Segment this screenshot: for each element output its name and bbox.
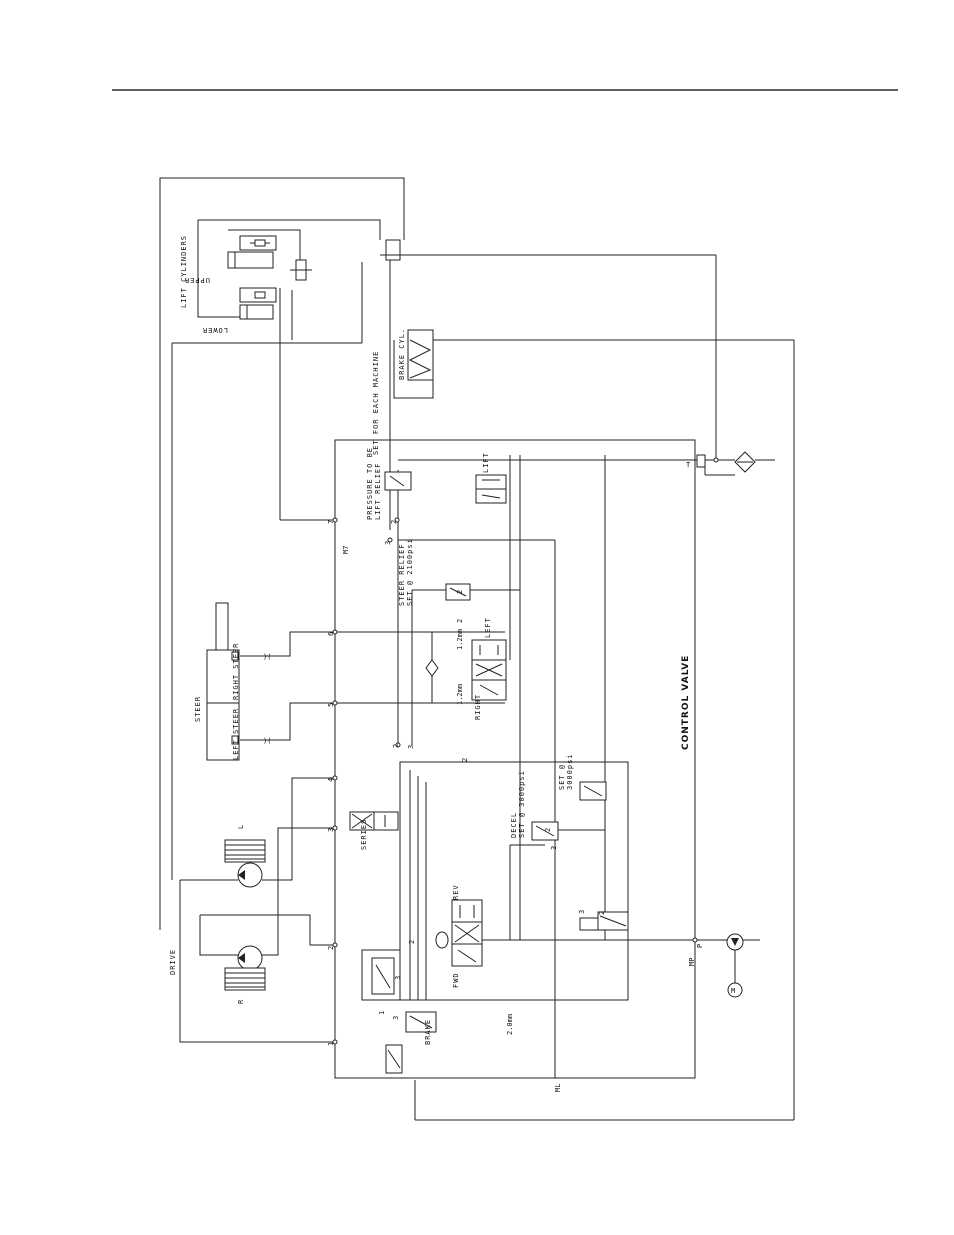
label-lower: LOWER	[202, 326, 228, 334]
circuit-lines	[159, 177, 795, 1121]
main-relief-valve	[579, 781, 607, 801]
brake-cylinder	[407, 329, 434, 381]
label-lift-relief-note: PRESSURE TO BE	[366, 447, 374, 520]
label-brake: BRAKE	[424, 1019, 432, 1045]
label-right-steer: RIGHT STEER	[232, 643, 240, 700]
port-number: 3	[394, 976, 402, 980]
label-lift-cylinders: LIFT CYLINDERS	[180, 235, 188, 308]
port-number: 3	[392, 1016, 400, 1020]
priority-valve	[579, 911, 629, 931]
label-control-valve: CONTROL VALVE	[681, 655, 691, 750]
port-number: 2	[390, 520, 398, 524]
label-brake-cyl: BRAKE CYL.	[398, 328, 406, 380]
shuttle-valve	[435, 931, 449, 949]
label-port-ml: ML	[554, 1084, 562, 1092]
label-port-m7: M7	[342, 546, 350, 554]
brake-release-valve	[371, 957, 395, 995]
manifold-block	[380, 239, 404, 261]
port-number: 3	[384, 541, 392, 545]
diagram-labels: LIFT CYLINDERS UPPER LOWER BRAKE CYL. LI…	[169, 235, 704, 1092]
port-number: 2	[461, 758, 469, 762]
lift-lowering-valve	[290, 259, 312, 281]
lift-relief-valve	[384, 471, 412, 491]
label-rev: REV	[452, 884, 460, 900]
motor-m-label: M	[731, 987, 735, 995]
steer-relief-valve	[445, 583, 471, 601]
label-relief-set2: 3000psi	[566, 753, 574, 790]
electric-motor: M	[727, 982, 743, 998]
port-number: 7	[327, 520, 335, 524]
port-number: 6	[327, 632, 335, 636]
label-port-t: T	[686, 461, 691, 469]
port-number: 3	[550, 846, 558, 850]
label-port-mp: MP	[688, 958, 696, 966]
label-fwd: FWD	[452, 972, 460, 988]
port-number: 2	[544, 828, 552, 832]
port-number: 2	[456, 590, 464, 594]
steer-check-valve	[425, 659, 439, 677]
label-lift-relief-note2: SET FOR EACH MACHINE	[372, 351, 380, 455]
label-motor-l: L	[237, 824, 245, 829]
lift-cylinder-lower	[239, 287, 277, 320]
label-steer-relief: STEER RELIEF	[398, 543, 406, 606]
port-number: 3	[407, 745, 415, 749]
port-number: 1	[378, 1011, 386, 1015]
port-numbers: 1 2 3 4 5 6 7 2 3 2 3 2 2 2 3 3 2 3 1 2 …	[327, 520, 606, 1046]
label-series: SERIES	[360, 819, 368, 850]
label-decel-set: SET @ 3000psi	[518, 770, 526, 838]
port-number: 2	[598, 911, 606, 915]
free-wheel-valve	[385, 1044, 403, 1074]
label-orifice-a: 1.2mm	[456, 629, 464, 650]
decel-valve	[531, 821, 559, 841]
label-drive: DRIVE	[169, 949, 177, 975]
port-number: 2	[408, 940, 416, 944]
port-number: 3	[578, 910, 586, 914]
label-orifice-c: 2.0mm	[506, 1014, 514, 1035]
label-steer: STEER	[194, 696, 202, 722]
port-number: 5	[327, 703, 335, 707]
port-markers	[332, 457, 719, 1045]
series-valve	[349, 811, 399, 831]
lift-valve	[475, 474, 507, 504]
steer-cylinder: )( )(	[206, 602, 271, 761]
label-lift-relief: LIFT RELIEF	[374, 463, 382, 520]
port-number: 2	[392, 744, 400, 748]
drive-motor-right	[224, 945, 266, 991]
label-left: LEFT	[484, 617, 492, 638]
orifice-mark: )(	[263, 737, 271, 745]
port-number: 4	[327, 778, 335, 782]
label-motor-r: R	[237, 999, 245, 1004]
pump	[726, 933, 744, 951]
lift-cylinder-upper	[227, 235, 277, 269]
label-lift: LIFT	[482, 452, 490, 473]
label-steer-relief-set: SET @ 2100psi	[406, 538, 414, 606]
return-filter	[696, 451, 756, 473]
drive-motor-left	[224, 839, 266, 888]
label-relief-set: SET @	[558, 764, 566, 790]
port-number: 2	[327, 946, 335, 950]
direction-valve	[451, 899, 483, 967]
label-decel: DECEL	[510, 812, 518, 838]
steer-valve	[471, 639, 507, 701]
label-left-steer: LEFT STEER	[232, 708, 240, 760]
port-number: 1	[327, 1042, 335, 1046]
label-port-p: P	[696, 944, 704, 948]
orifice-mark: )(	[263, 653, 271, 661]
label-upper: UPPER	[184, 276, 210, 284]
label-orifice-b: 1.2mm	[456, 684, 464, 705]
port-number: 3	[327, 828, 335, 832]
label-right: RIGHT	[474, 694, 482, 720]
port-number: 2	[456, 619, 464, 623]
brake-valve	[405, 1011, 437, 1033]
